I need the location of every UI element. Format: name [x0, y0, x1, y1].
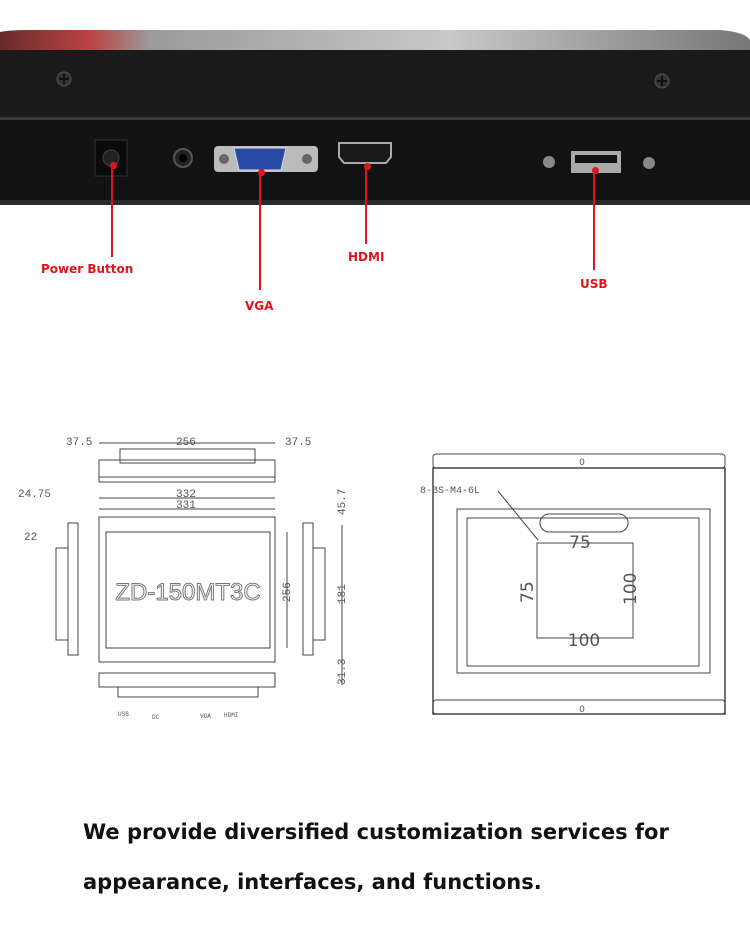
- monitor-rear-panel: [0, 30, 750, 205]
- dim-label: 181: [337, 584, 349, 604]
- usb-port-icon: [571, 151, 621, 173]
- dim-label: 24.75: [18, 489, 51, 501]
- screw-icon: [543, 156, 555, 168]
- model-label: ZD-150MT3C: [115, 579, 260, 606]
- port-label: USB: [118, 711, 129, 718]
- dim-label: 31.3: [337, 659, 349, 685]
- dim-label: 37.5: [285, 437, 311, 449]
- screw-icon: [654, 73, 670, 89]
- screw-icon: [643, 157, 655, 169]
- screw-icon: [56, 71, 72, 87]
- caption-line-2: appearance, interfaces, and functions.: [83, 870, 542, 894]
- technical-drawings: 37.5 256 37.5 332 331 24.75 22 ZD-150MT3…: [18, 437, 726, 721]
- front-drawing: 37.5 256 37.5 332 331 24.75 22 ZD-150MT3…: [18, 437, 349, 721]
- vesa-dim: 75: [518, 581, 538, 603]
- usb-label: USB: [580, 277, 608, 291]
- vesa-dim: 100: [621, 573, 641, 605]
- callout-line: [111, 165, 113, 257]
- port-label: VGA: [200, 713, 211, 720]
- callout-dot: [591, 167, 599, 174]
- dim-label: 22: [24, 532, 37, 544]
- hdmi-label: HDMI: [348, 250, 385, 264]
- vesa-dim: 75: [569, 533, 591, 553]
- dim-label: 332: [176, 489, 196, 501]
- dim-label: 256: [282, 582, 294, 602]
- dim-label: 331: [176, 500, 196, 512]
- caption-line-1: We provide diversified customization ser…: [83, 820, 669, 844]
- dim-label: 256: [176, 437, 196, 449]
- mark-label: 0: [579, 458, 585, 468]
- callout-dot: [257, 169, 265, 176]
- back-drawing: 0 0 8-BS-M4-6L 75 75 100 100: [420, 453, 726, 715]
- callout-dot: [363, 163, 371, 170]
- audio-jack-icon: [173, 148, 193, 168]
- port-label: DC: [152, 714, 160, 721]
- vesa-dim: 100: [568, 631, 600, 651]
- hdmi-port-icon: [338, 142, 392, 164]
- callout-line: [259, 172, 261, 290]
- callout-line: [365, 166, 367, 244]
- power-button-label: Power Button: [41, 262, 134, 276]
- port-label: HDMI: [224, 712, 238, 719]
- vga-label: VGA: [245, 299, 274, 313]
- callout-line: [593, 170, 595, 270]
- product-photo: [0, 0, 750, 210]
- mark-label: 0: [579, 705, 585, 715]
- vga-port-icon: [214, 146, 318, 172]
- dim-label: 45.7: [337, 489, 349, 515]
- dim-label: 37.5: [66, 437, 92, 449]
- screw-note: 8-BS-M4-6L: [420, 486, 480, 497]
- callout-dot: [109, 162, 117, 169]
